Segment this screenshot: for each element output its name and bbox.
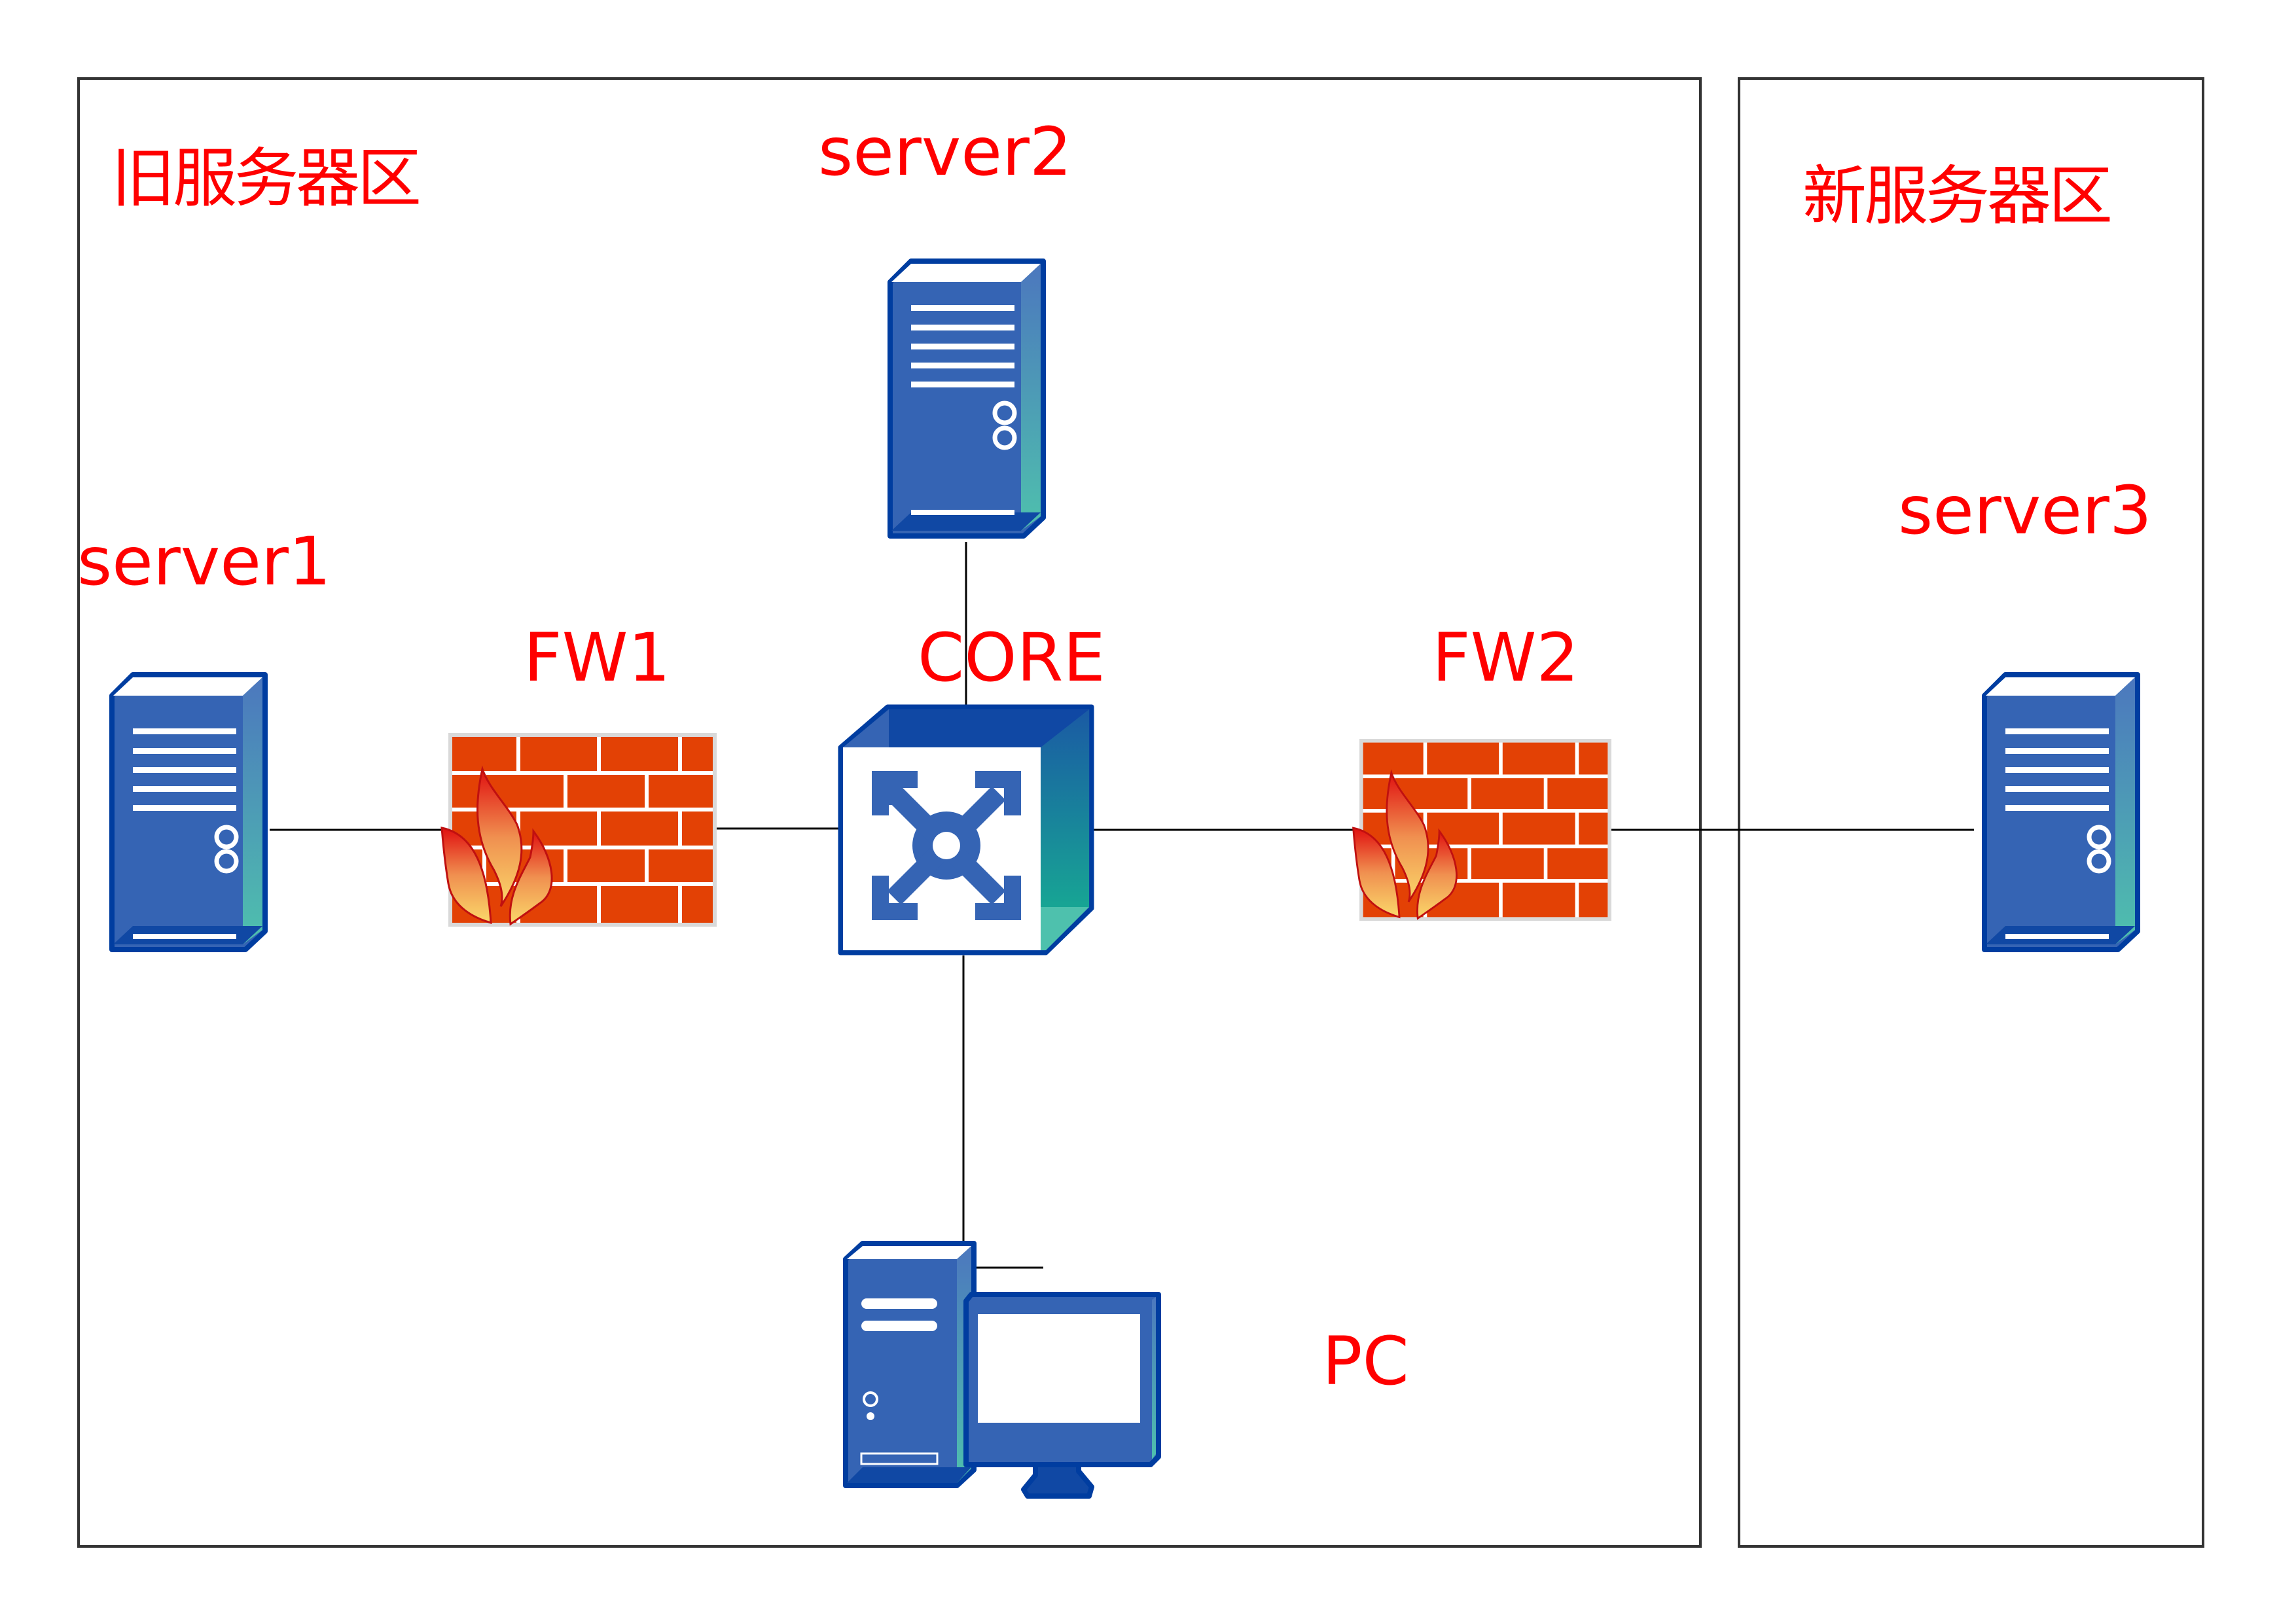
- pc-node[interactable]: [838, 1234, 1211, 1503]
- firewall-icon: [440, 733, 717, 927]
- server1-label: server1: [77, 523, 331, 601]
- pc-label: PC: [1322, 1323, 1409, 1400]
- core-node[interactable]: [838, 704, 1094, 961]
- core-label: CORE: [918, 619, 1105, 697]
- fw1-label: FW1: [524, 619, 671, 697]
- fw2-node[interactable]: [1352, 739, 1611, 921]
- server3-node[interactable]: [1979, 669, 2143, 955]
- zone-label-old: 旧服务器区: [111, 141, 422, 216]
- link-core-fw2: [1081, 812, 1355, 831]
- link-core-pc: [962, 955, 1043, 1269]
- server-tower-icon: [1982, 672, 2140, 952]
- zone-new-servers: [1738, 77, 2204, 1548]
- server2-label: server2: [818, 113, 1072, 191]
- zone-old-servers: [77, 77, 1702, 1548]
- server2-node[interactable]: [885, 255, 1049, 542]
- fw1-node[interactable]: [440, 733, 717, 927]
- core-switch-icon: [838, 704, 1094, 955]
- server1-node[interactable]: [107, 669, 270, 955]
- link-fw1-core: [713, 827, 852, 851]
- pc-workstation-icon: [843, 1241, 1161, 1499]
- fw2-label: FW2: [1432, 619, 1579, 697]
- server-tower-icon: [109, 672, 268, 952]
- server-tower-icon: [888, 259, 1046, 539]
- zone-label-new: 新服务器区: [1803, 159, 2113, 234]
- firewall-icon: [1352, 739, 1611, 921]
- server3-label: server3: [1898, 472, 2152, 550]
